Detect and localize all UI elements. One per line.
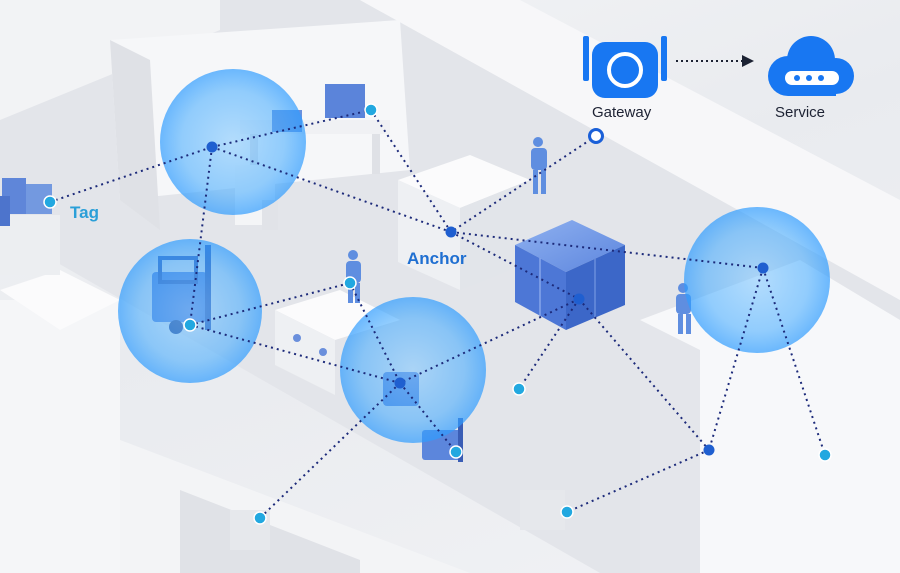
tag-dot bbox=[512, 382, 526, 396]
anchor-dot bbox=[206, 141, 218, 153]
blue-cargo-stack bbox=[515, 220, 625, 330]
anchor-dot bbox=[703, 444, 715, 456]
tag-dot bbox=[183, 318, 197, 332]
tag-dot bbox=[364, 103, 378, 117]
gateway-label: Gateway bbox=[592, 104, 652, 121]
tag-dot bbox=[43, 195, 57, 209]
tag-dot bbox=[560, 505, 574, 519]
tag-dot bbox=[818, 448, 832, 462]
anchor-dot bbox=[757, 262, 769, 274]
gateway-to-service-arrow bbox=[676, 55, 754, 67]
tag-label: Tag bbox=[70, 203, 99, 222]
gateway-node bbox=[588, 128, 604, 144]
anchor-dots bbox=[206, 141, 769, 456]
anchor-label: Anchor bbox=[407, 249, 467, 268]
cloud-server-icon bbox=[768, 36, 854, 96]
network-links bbox=[49, 109, 826, 519]
tag-dot bbox=[253, 511, 267, 525]
tag-dots bbox=[43, 103, 832, 525]
tag-dot bbox=[449, 445, 463, 459]
tag-dot bbox=[343, 276, 357, 290]
anchor-coverage-zones bbox=[118, 69, 830, 443]
gateway-router-icon bbox=[583, 36, 667, 98]
anchor-dot bbox=[394, 377, 406, 389]
anchor-dot bbox=[445, 226, 457, 238]
anchor-dot bbox=[573, 293, 585, 305]
service-label: Service bbox=[775, 104, 826, 121]
